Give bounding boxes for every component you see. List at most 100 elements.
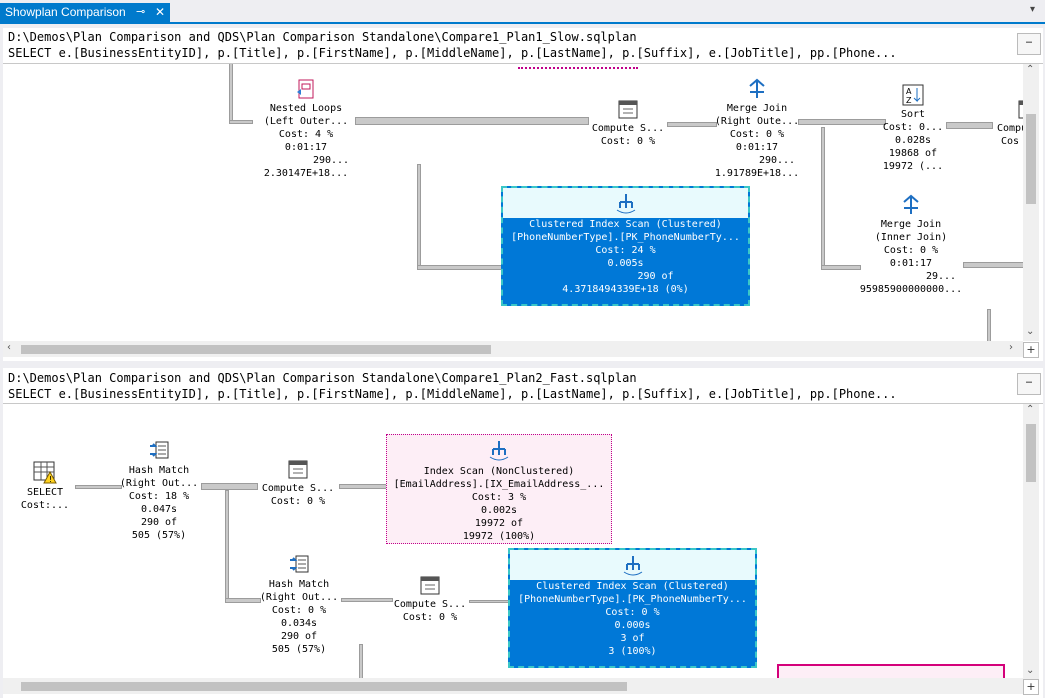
scroll-up-icon[interactable]: ⌃ <box>1026 404 1035 415</box>
top-horizontal-scrollbar[interactable]: ‹ › <box>3 341 1023 357</box>
node-index-scan-nonclustered[interactable]: Index Scan (NonClustered) [EmailAddress]… <box>386 434 612 544</box>
tab-showplan-comparison[interactable]: Showplan Comparison ⊸ ✕ <box>0 3 170 22</box>
hash-match-icon <box>150 441 169 459</box>
node-icon-band <box>510 550 755 580</box>
edge <box>821 127 825 269</box>
edge-thick <box>946 122 993 129</box>
edge <box>339 484 393 489</box>
edge-thick <box>963 262 1025 268</box>
node-title: Compute S... <box>393 599 467 610</box>
node-time: 0.034s <box>280 618 318 629</box>
node-time: 0.047s <box>140 504 178 515</box>
top-vertical-scrollbar[interactable]: ⌃ ⌄ <box>1023 64 1039 341</box>
node-title: Clustered Index Scan (Clustered) <box>529 219 722 230</box>
edge <box>75 485 122 489</box>
scroll-right-icon[interactable]: › <box>1009 342 1013 353</box>
bottom-vertical-scrollbar[interactable]: ⌃ ⌄ <box>1023 404 1039 680</box>
node-cost: Cost:... <box>20 500 70 511</box>
node-time: 0:01:17 <box>284 142 328 153</box>
compute-scalar-icon <box>288 460 308 479</box>
node-cost: Cost: 0... <box>882 122 944 133</box>
node-cost: Cost: 0 % <box>600 136 656 147</box>
clustered-index-scan-icon <box>616 194 635 214</box>
svg-text:Z: Z <box>906 96 912 105</box>
node-rows: 290 of <box>140 517 178 528</box>
node-hash-match-2[interactable]: Hash Match (Right Out... Cost: 0 % 0.034… <box>253 554 345 656</box>
node-partial-highlighted[interactable] <box>777 664 1005 680</box>
tab-title: Showplan Comparison <box>5 5 126 19</box>
edge <box>225 598 261 603</box>
node-estimate: 95985900000000... <box>859 284 963 295</box>
node-time: 0:01:17 <box>735 142 779 153</box>
top-plan-pane: D:\Demos\Plan Comparison and QDS\Plan Co… <box>3 28 1043 361</box>
bottom-horizontal-scroll-thumb[interactable] <box>21 682 627 691</box>
node-subtitle: (Right Oute... <box>714 116 800 127</box>
scroll-down-icon[interactable]: ⌄ <box>1026 665 1035 676</box>
edge <box>987 309 991 341</box>
node-cost: Cost: 0 % <box>270 496 326 507</box>
top-collapse-button[interactable]: … <box>1017 33 1041 55</box>
top-horizontal-scroll-thumb[interactable] <box>21 345 491 354</box>
close-icon[interactable]: ✕ <box>155 5 166 19</box>
pin-icon[interactable]: ⊸ <box>136 6 146 18</box>
top-vertical-scroll-thumb[interactable] <box>1026 114 1036 204</box>
node-estimate: 3 (100%) <box>608 646 657 657</box>
svg-text:A: A <box>906 87 912 96</box>
node-time: 0:01:17 <box>889 258 933 269</box>
node-compute-scalar[interactable]: Compute S... Cost: 0 % <box>588 100 668 148</box>
node-time: 0.028s <box>894 135 932 146</box>
node-hash-match-1[interactable]: Hash Match (Right Out... Cost: 18 % 0.04… <box>113 440 205 542</box>
scroll-up-icon[interactable]: ⌃ <box>1026 64 1035 75</box>
top-plan-canvas[interactable]: Nested Loops (Left Outer... Cost: 4 % 0:… <box>3 64 1043 341</box>
merge-join-icon <box>903 194 919 214</box>
node-rows: 290... <box>312 155 350 166</box>
node-cost: Cos <box>1001 136 1020 147</box>
bottom-collapse-button[interactable]: … <box>1017 373 1041 395</box>
node-merge-join-inner[interactable]: Merge Join (Inner Join) Cost: 0 % 0:01:1… <box>853 194 969 296</box>
node-cost: Cost: 3 % <box>471 492 527 503</box>
node-estimate: 19972 (100%) <box>462 531 536 542</box>
bottom-horizontal-scrollbar[interactable] <box>3 678 1023 694</box>
top-plan-query: SELECT e.[BusinessEntityID], p.[Title], … <box>8 46 897 60</box>
compute-scalar-icon <box>618 100 638 119</box>
top-zoom-button[interactable]: + <box>1023 342 1039 358</box>
tab-dropdown-icon[interactable]: ▾ <box>1030 4 1036 15</box>
node-estimate: 505 (57%) <box>271 644 327 655</box>
tab-underline <box>0 22 1045 24</box>
offscreen-highlight-edge <box>518 64 638 69</box>
bottom-zoom-button[interactable]: + <box>1023 679 1039 695</box>
edge <box>821 265 861 270</box>
top-plan-path: D:\Demos\Plan Comparison and QDS\Plan Co… <box>8 30 637 44</box>
node-title: Sort <box>900 109 926 120</box>
node-cost: Cost: 24 % <box>595 245 656 256</box>
node-clustered-index-scan-highlighted[interactable]: Clustered Index Scan (Clustered) [PhoneN… <box>501 186 750 306</box>
edge <box>341 598 393 602</box>
bottom-plan-canvas[interactable]: ! SELECT Cost:... Hash Match (Right Out.… <box>3 404 1043 680</box>
node-select[interactable]: ! SELECT Cost:... <box>15 460 75 512</box>
node-nested-loops[interactable]: Nested Loops (Left Outer... Cost: 4 % 0:… <box>251 78 361 180</box>
node-compute-scalar-2[interactable]: Compute S... Cost: 0 % <box>389 576 471 624</box>
pane-splitter[interactable] <box>0 361 1045 368</box>
node-cost: Cost: 0 % <box>271 605 327 616</box>
bottom-plan-path: D:\Demos\Plan Comparison and QDS\Plan Co… <box>8 371 637 385</box>
bottom-plan-header: D:\Demos\Plan Comparison and QDS\Plan Co… <box>3 368 1043 404</box>
edge-thick <box>355 117 589 125</box>
node-merge-join-right-outer[interactable]: Merge Join (Right Oute... Cost: 0 % 0:01… <box>709 78 805 180</box>
node-compute-scalar-1[interactable]: Compute S... Cost: 0 % <box>257 460 339 508</box>
node-subtitle: [PhoneNumberType].[PK_PhoneNumberTy... <box>511 232 740 243</box>
node-cost: Cost: 0 % <box>729 129 785 140</box>
node-icon-band <box>503 188 748 218</box>
clustered-index-scan-icon <box>623 556 642 576</box>
node-rows: 3 of <box>620 633 645 644</box>
node-time: 0.002s <box>480 505 518 516</box>
node-rows: 290 of <box>637 271 674 282</box>
edge-thick <box>201 483 258 490</box>
node-title: Index Scan (NonClustered) <box>423 466 575 477</box>
node-estimate: 4.3718494339E+18 (0%) <box>562 284 689 295</box>
scroll-down-icon[interactable]: ⌄ <box>1026 326 1035 337</box>
node-subtitle: (Left Outer... <box>263 116 349 127</box>
scroll-left-icon[interactable]: ‹ <box>7 342 11 353</box>
bottom-vertical-scroll-thumb[interactable] <box>1026 424 1036 482</box>
node-clustered-index-scan-highlighted[interactable]: Clustered Index Scan (Clustered) [PhoneN… <box>508 548 757 668</box>
